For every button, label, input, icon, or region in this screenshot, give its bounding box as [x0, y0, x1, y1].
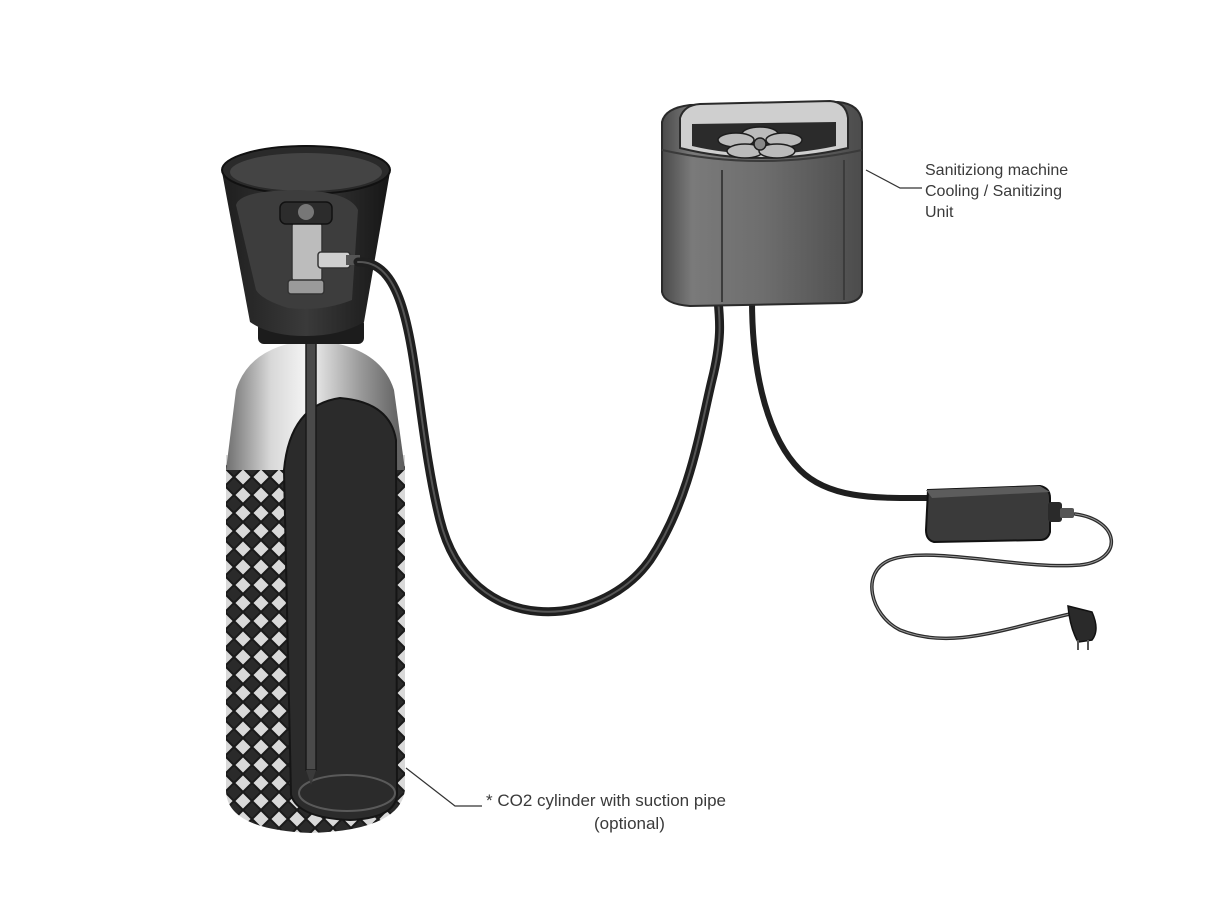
suction-pipe: [305, 339, 317, 771]
machine-callout-label: Sanitiziong machine Cooling / Sanitizing…: [925, 160, 1068, 223]
machine-leader-line: [865, 169, 922, 189]
power-cable-to-adapter: [749, 297, 931, 502]
power-plug: [1067, 605, 1097, 650]
cylinder-leader-line: [405, 767, 482, 807]
sanitizing-machine: [661, 99, 863, 308]
cylinder-bottom-ellipse: [298, 774, 396, 812]
cylinder-label-line1: * CO2 cylinder with suction pipe: [486, 791, 727, 810]
machine-label-line3: Unit: [925, 204, 954, 221]
machine-label-line1: Sanitiziong machine: [925, 162, 1069, 179]
cylinder-label-line2: (optional): [594, 814, 665, 833]
rotor-flower: [717, 126, 803, 159]
valve-assembly: [279, 201, 360, 295]
cylinder-callout-label: * CO2 cylinder with suction pipe (option…: [486, 789, 726, 835]
co2-cylinder: [221, 145, 405, 833]
gas-hose: [353, 257, 725, 617]
cylinder-cutaway: [282, 396, 399, 822]
power-adapter: [924, 484, 1074, 544]
machine-label-line2: Cooling / Sanitizing: [925, 183, 1062, 200]
